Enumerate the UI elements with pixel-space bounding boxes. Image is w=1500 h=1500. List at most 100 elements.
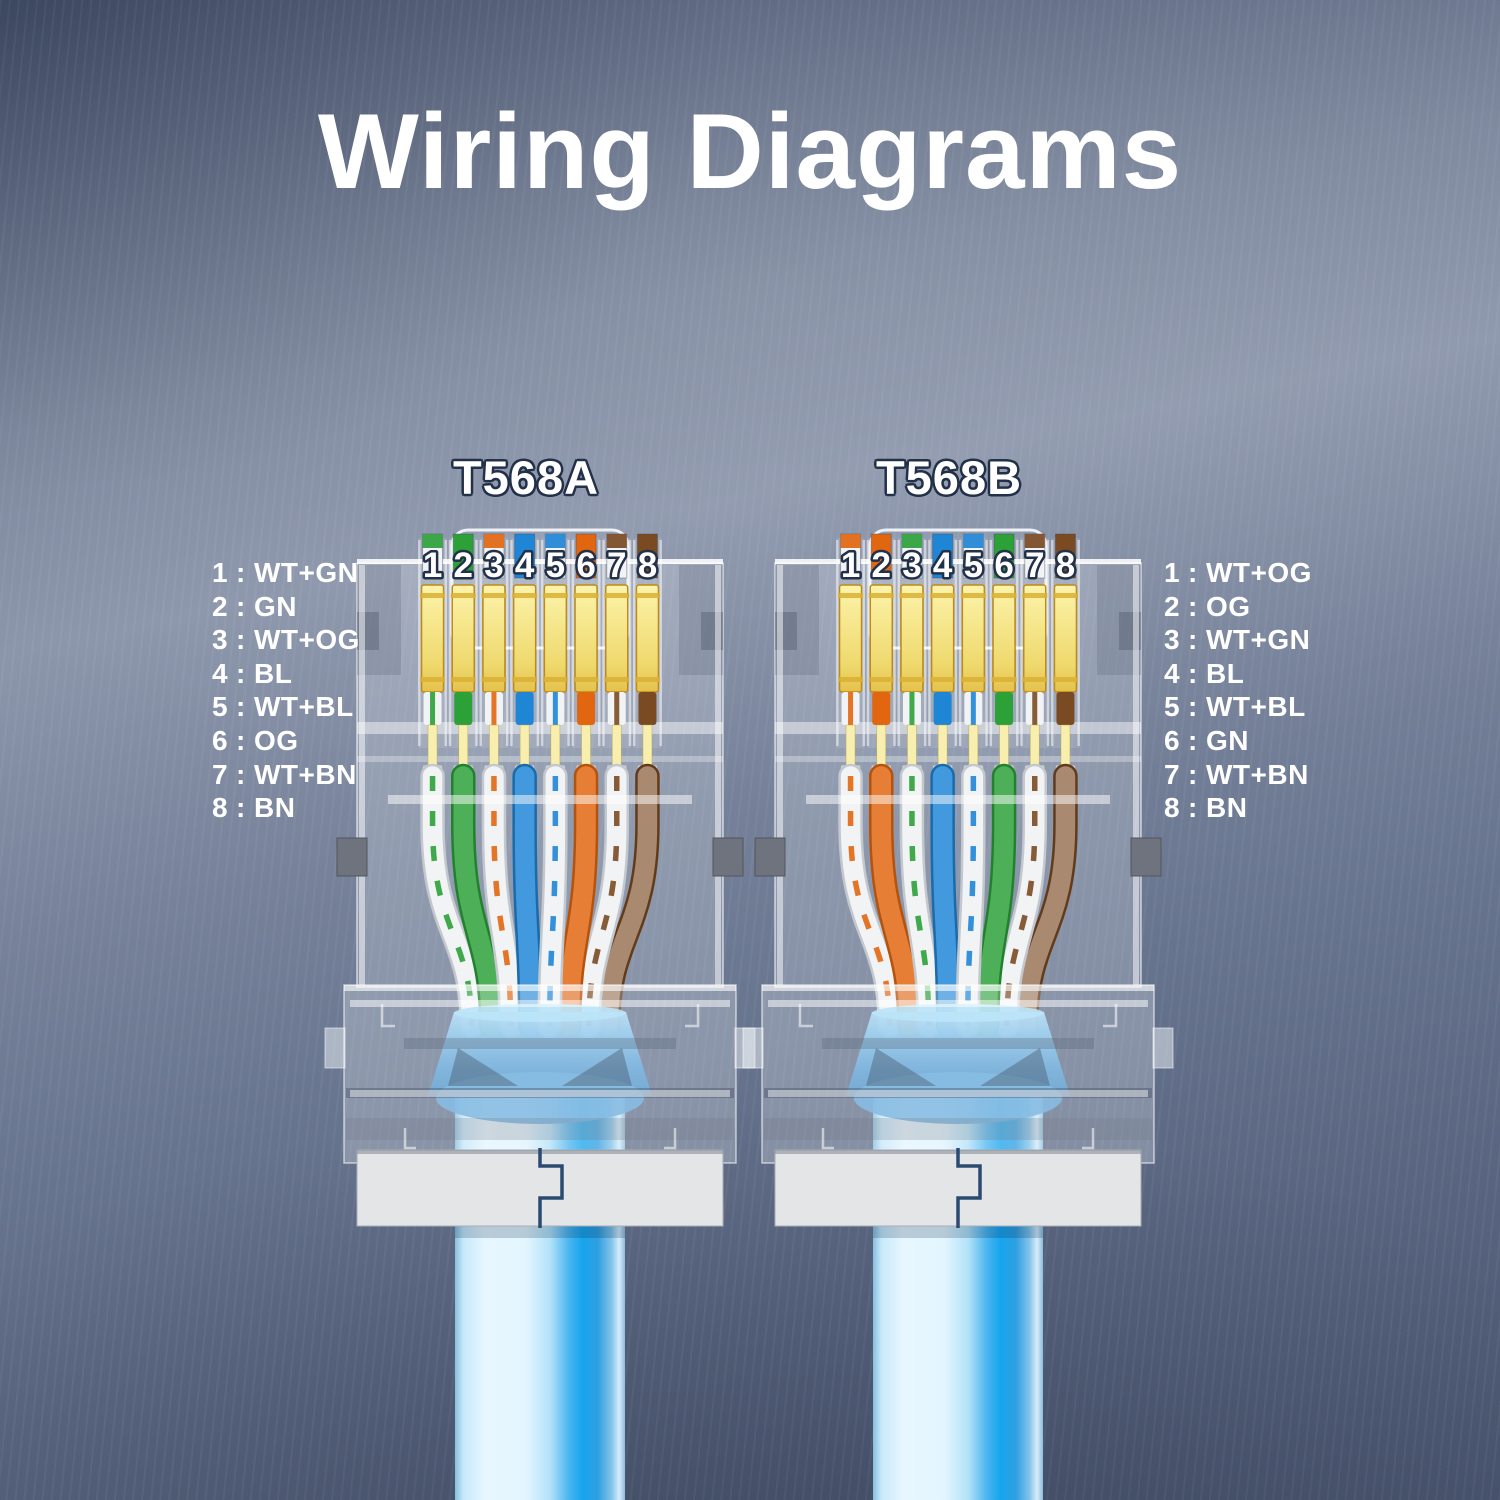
legend-pin-number: 7 (1164, 758, 1180, 790)
gold-contact (512, 584, 537, 693)
legend-pin-number: 2 (1164, 590, 1180, 622)
legend-wire-code: BL (254, 657, 293, 689)
legend-row: 2:OG (1164, 590, 1312, 624)
pin-wire-tip (452, 533, 474, 579)
wire-segment (454, 692, 473, 725)
pin-number: 3 (484, 546, 503, 585)
legend-row: 1:WT+OG (1164, 556, 1312, 590)
gold-contact (930, 584, 955, 693)
gold-contact (574, 584, 598, 693)
legend-wire-code: WT+GN (254, 557, 359, 588)
gold-contact (420, 584, 445, 693)
legend-wire-code: WT+BN (254, 758, 357, 790)
pin-number: 6 (576, 546, 595, 585)
conductor-stub (968, 724, 979, 768)
pin-wire-tip (1054, 533, 1076, 579)
legend-separator: : (1188, 657, 1198, 689)
pin-number: 8 (1056, 546, 1075, 585)
gold-contact (451, 584, 475, 693)
wire-segment (872, 692, 891, 725)
legend-row: 7:WT+BN (212, 758, 360, 792)
legend-separator: : (236, 792, 246, 824)
insulated-wire (1016, 766, 1076, 1036)
wire-segment (1056, 692, 1075, 725)
legend-pin-number: 5 (1164, 691, 1180, 723)
body-side-tab (336, 837, 368, 877)
wire-stripe (847, 776, 893, 1027)
gold-contact (900, 584, 924, 693)
legend-pin-number: 8 (212, 792, 228, 824)
pin-number: 4 (515, 546, 535, 585)
legend-separator: : (1188, 792, 1198, 824)
legend-wire-code: WT+OG (1206, 557, 1312, 588)
zigzag-seam (956, 1148, 982, 1228)
legend-pin-number: 3 (212, 624, 228, 656)
legend-separator: : (1188, 590, 1198, 622)
legend-wire-code: BN (1206, 792, 1248, 824)
legend-pin-number: 4 (212, 657, 228, 689)
insulated-wire (453, 766, 501, 1036)
conductor-stub (427, 724, 438, 768)
legend-pin-number: 2 (212, 590, 228, 622)
legend-row: 5:WT+BL (1164, 690, 1312, 724)
gold-contact (1053, 584, 1078, 693)
legend-wire-code: WT+OG (254, 624, 360, 656)
pin-number: 3 (902, 546, 921, 585)
pin-wire-tip (870, 533, 892, 579)
connector-body (356, 562, 724, 988)
conductor-stub (642, 724, 653, 768)
cable-flare (846, 1012, 1070, 1096)
connector-body (774, 562, 1142, 988)
wire-stripe (429, 776, 475, 1027)
wire-stripe (965, 776, 977, 1027)
legend-wire-code: WT+GN (1206, 624, 1311, 656)
conductor-stub (999, 724, 1009, 768)
wire-stripe (909, 776, 932, 1027)
insulated-wire (871, 766, 919, 1036)
pin-number: 5 (964, 546, 983, 585)
gold-contact (482, 584, 506, 693)
wire-stripe (547, 776, 559, 1027)
insulated-wire (932, 766, 958, 1036)
conductor-stub (581, 724, 591, 768)
legend-row: 7:WT+BN (1164, 758, 1312, 792)
pin-number: 2 (872, 546, 891, 585)
conductor-stub (1029, 724, 1040, 768)
conductor-stub (907, 724, 917, 768)
conductor-stub (876, 724, 887, 768)
conductor-stub (845, 724, 856, 768)
legend-pin-number: 6 (1164, 724, 1180, 756)
body-side-tab (712, 837, 744, 877)
legend-row: 8:BN (212, 791, 360, 825)
legend-row: 6:GN (1164, 724, 1312, 758)
legend-pin-number: 4 (1164, 657, 1180, 689)
insulated-wire (559, 766, 596, 1036)
pin-number: 2 (454, 546, 473, 585)
pin-number: 7 (1025, 546, 1044, 585)
insulated-wire (977, 766, 1014, 1036)
legend-pin-number: 5 (212, 691, 228, 723)
gold-contact (605, 584, 629, 693)
legend-separator: : (236, 691, 246, 723)
wire-segment (515, 692, 534, 725)
pin-number: 1 (841, 546, 860, 585)
insulated-wire (598, 766, 658, 1036)
legend-separator: : (1188, 691, 1198, 723)
wire-segment (638, 692, 657, 725)
legend-separator: : (1188, 624, 1198, 656)
conductor-stub (458, 724, 469, 768)
gold-contact (838, 584, 863, 693)
legend-row: 3:WT+OG (212, 623, 360, 657)
legend-pin-number: 6 (212, 724, 228, 756)
legend-row: 3:WT+GN (1164, 623, 1312, 657)
wire-stripe (1004, 776, 1038, 1027)
legend-separator: : (236, 724, 246, 756)
cable-flare (428, 1012, 652, 1096)
legend-separator: : (236, 758, 246, 790)
wire-segment (995, 692, 1014, 725)
